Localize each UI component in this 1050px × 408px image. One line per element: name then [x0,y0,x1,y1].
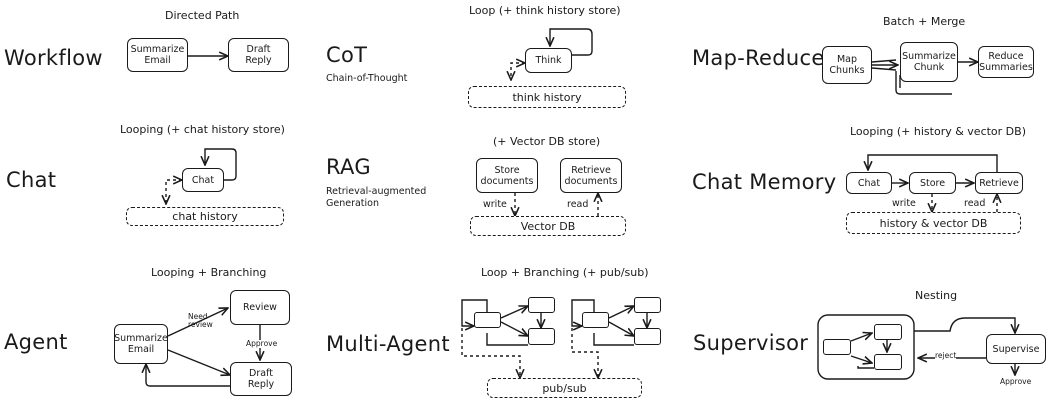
map-reduce-node-reduce: Reduce Summaries [978,46,1034,78]
ma-g2-e1 [608,306,634,319]
workflow-caption: Directed Path [165,9,240,22]
sup-to-supervise [914,317,1015,333]
multi-agent-g1-node-b [528,297,555,313]
cot-caption: Loop (+ think history store) [469,4,621,17]
rag-read-label: read [567,199,589,210]
ma-g1-e4 [461,299,488,326]
mapreduce-edge-3 [871,67,897,71]
chat-label: Chat [6,168,57,192]
supervisor-approve-label: Approve [1000,377,1032,386]
ma-g1-e5 [486,333,528,346]
ma-g2-pub [571,328,598,378]
chat-memory-node-chat: Chat [846,172,892,194]
chat-memory-node-retrieve: Retrieve [975,172,1023,194]
cot-read [511,63,525,80]
multi-agent-store: pub/sub [487,378,642,398]
rag-node-retrieve: Retrieve documents [560,158,622,193]
multi-agent-g1-node-a [474,312,501,328]
supervisor-node: Supervise [986,334,1046,364]
supervisor-caption: Nesting [915,289,958,302]
map-reduce-node-summarize: Summarize Chunk [900,42,958,82]
multi-agent-caption: Loop + Branching (+ pub/sub) [481,266,649,279]
workflow-node-summarize: Summarize Email [127,38,188,72]
agent-to-draft [167,349,230,375]
multi-agent-g2-node-c [634,328,661,345]
rag-store: Vector DB [470,216,626,236]
chat-caption: Looping (+ chat history store) [120,123,285,136]
rag-subtitle: Retrieval-augmented Generation [326,186,427,209]
ma-g1-e1 [500,306,528,319]
ma-g1-e2 [500,321,528,336]
agent-to-review [167,308,228,337]
rag-label: RAG [326,155,371,179]
multi-agent-label: Multi-Agent [326,332,450,356]
chat-loop [205,148,237,181]
chat-store: chat history [126,207,284,226]
agent-loop [146,364,230,387]
cot-loop [550,28,593,56]
chatmem-loop [868,154,998,172]
sup-inner-e1 [850,333,872,342]
rag-write-label: write [483,199,507,210]
agent-node-draft: Draft Reply [230,362,292,396]
rag-caption: (+ Vector DB store) [493,135,601,148]
mapreduce-edge-2 [871,59,897,63]
agent-caption: Looping + Branching [151,266,267,279]
supervisor-reject-label: reject [935,351,957,360]
ma-g2-e5 [593,333,634,346]
chat-read [166,180,182,204]
supervisor-inner-node-a [823,339,851,355]
cot-subtitle: Chain-of-Thought [326,73,408,84]
agent-label: Agent [4,330,68,354]
mapreduce-stack-1 [895,71,952,95]
cot-node-think: Think [525,48,572,73]
map-reduce-label: Map-Reduce [692,46,825,70]
chat-memory-label: Chat Memory [692,170,837,194]
multi-agent-g1-node-c [528,328,555,345]
agent-node-review: Review [230,290,290,325]
agent-node-summarize: Summarize Email [114,324,168,364]
agent-approve-label: Approve [246,339,278,348]
map-reduce-caption: Batch + Merge [883,15,966,28]
supervisor-inner-node-b [874,324,902,340]
cot-store: think history [468,86,626,108]
ma-g2-e2 [608,321,634,336]
multi-agent-g2-node-a [582,312,609,328]
supervisor-label: Supervisor [693,331,809,355]
workflow-label: Workflow [4,46,103,70]
supervisor-inner-node-c [874,354,902,370]
rag-node-store: Store documents [476,158,538,193]
chat-memory-caption: Looping (+ history & vector DB) [850,125,1026,138]
chat-memory-node-store: Store [909,172,956,194]
ma-g2-e4 [571,299,595,326]
cot-label: CoT [326,43,368,67]
chat-memory-read-label: read [964,198,986,209]
chat-memory-write-label: write [892,198,916,209]
workflow-node-draft: Draft Reply [228,38,289,72]
chat-memory-store: history & vector DB [846,212,1021,234]
multi-agent-g2-node-b [634,297,661,313]
agent-need-review-label: Need review [188,312,213,329]
sup-inner-loop [857,366,874,369]
supervisor-nested-frame [817,314,915,380]
sup-inner-e3 [850,355,872,363]
ma-g1-pub [461,328,520,378]
map-reduce-node-map: Map Chunks [822,46,872,84]
chat-node: Chat [182,168,224,192]
